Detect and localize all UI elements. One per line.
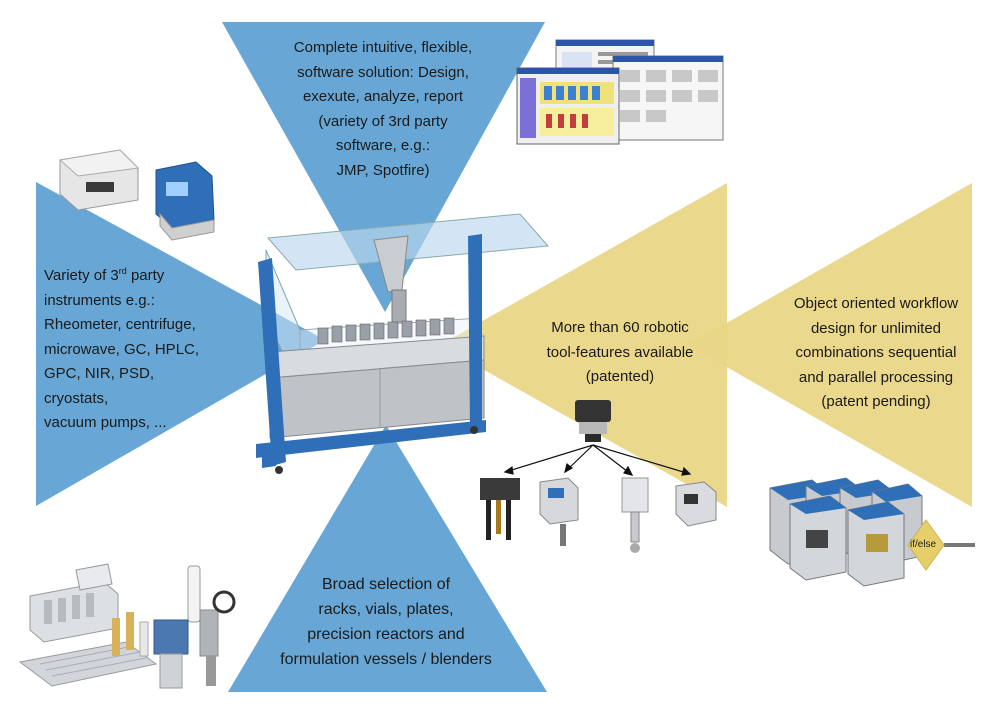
workflow-line-2: design for unlimited [810,319,942,337]
workflow-modules [769,477,923,587]
vessels-line-1: Broad selection of [321,576,451,593]
instruments-line-1-pre: Variety of 3 [44,267,119,284]
vessel-bottles [112,565,201,657]
tool-probe [621,477,649,553]
software-fan [222,22,545,312]
decision-label: if/else [910,539,937,550]
instruments-line-6: cryostats, [44,389,109,407]
tools-fan [440,183,727,507]
instruments-line-1-sup: rd [118,266,127,276]
workflow-line-1: Object oriented workflow [793,295,959,312]
software-line-4: (variety of 3rd party [318,112,448,130]
vessel-racks [18,563,158,687]
vessels-line-2: racks, vials, plates, [318,601,454,618]
software-screenshots [516,39,724,145]
vessels-fan [228,425,547,692]
instruments-line-3: Rheometer, centrifuge, [44,316,196,333]
tools-line-1: More than 60 robotic [551,319,689,336]
tool-gripper [480,478,520,540]
instruments-fan [36,182,325,506]
instruments-line-1-post: party [126,267,165,284]
instruments-line-7: vacuum pumps, ... [44,414,167,431]
instruments-description: Variety of 3rd party instruments e.g.: R… [44,264,244,436]
tools-line-3: (patented) [585,368,655,385]
instrument-pump [155,161,215,241]
workflow-description: Object oriented workflow design for unli… [780,292,972,415]
vessels-line-4: formulation vessels / blenders [280,651,492,668]
instruments-line-1: Variety of 3rd party [44,264,244,289]
instrument-centrifuge [58,149,140,211]
workflow-line-3: combinations sequential [795,344,957,361]
tools-line-2: tool-features available [546,343,694,361]
vessels-description: Broad selection of racks, vials, plates,… [266,572,506,672]
instruments-line-4: microwave, GC, HPLC, [44,340,200,358]
vessel-reactor [153,590,236,689]
decision-diamond [907,519,975,571]
tool-hub [575,400,611,442]
workflow-fan [688,183,972,507]
workflow-line-5: (patent pending) [821,393,931,410]
software-description: Complete intuitive, flexible, software s… [270,36,496,183]
tools-description: More than 60 robotic tool-features avail… [530,316,710,390]
tool-head [675,481,717,527]
tool-arrows [503,444,692,476]
instruments-line-2: instruments e.g.: [44,291,155,309]
software-line-3: exexute, analyze, report [302,88,464,105]
software-line-1: Complete intuitive, flexible, [293,39,473,56]
workflow-line-4: and parallel processing [798,368,954,386]
software-line-6: JMP, Spotfire) [336,161,430,179]
instruments-line-5: GPC, NIR, PSD, [44,365,155,382]
tool-dispenser [539,477,579,546]
software-line-2: software solution: Design, [297,63,469,81]
vessels-line-3: precision reactors and [307,626,465,643]
software-line-5: software, e.g.: [335,137,431,154]
robot-platform [256,213,550,474]
